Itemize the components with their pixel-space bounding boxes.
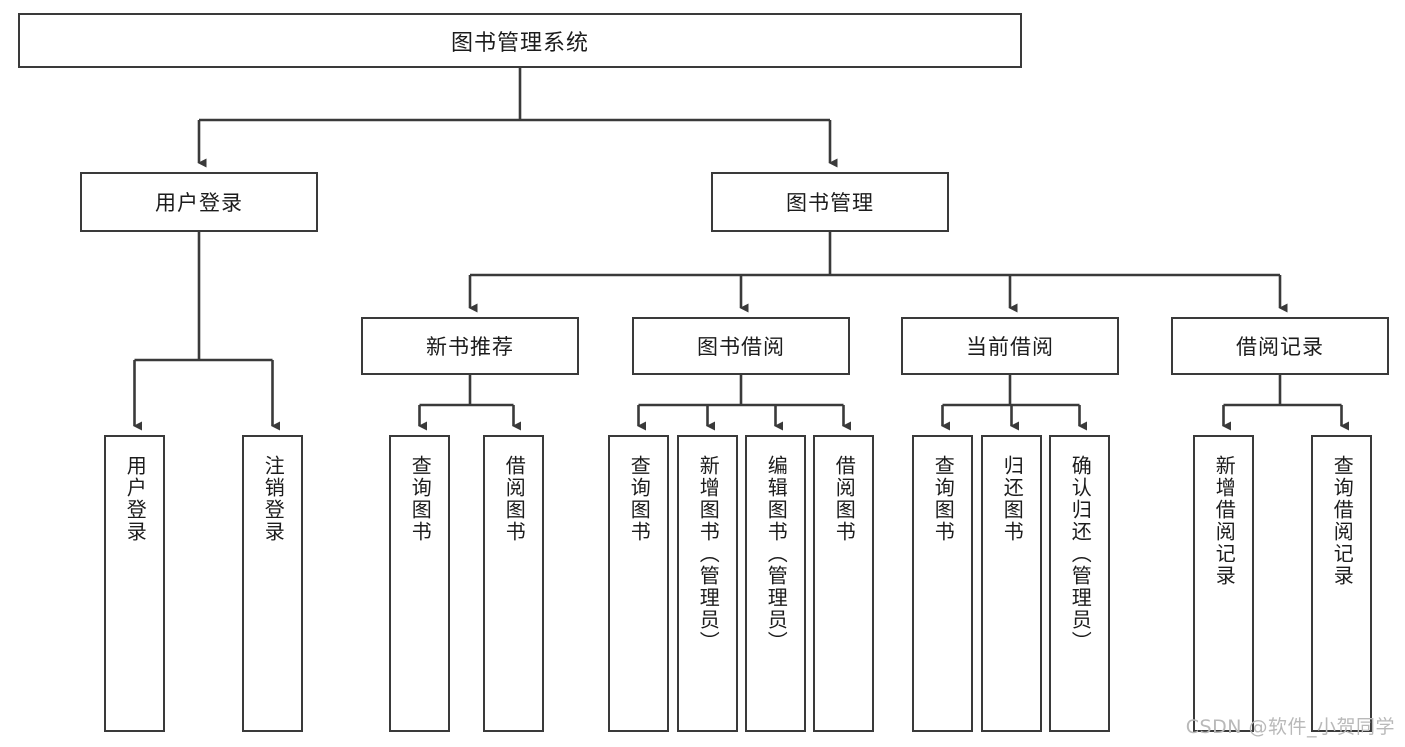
node-label: 图书管理系统	[450, 30, 589, 56]
node-bookmgmt[interactable]: 图书管理	[711, 172, 949, 232]
node-label: 借阅图书	[502, 455, 527, 543]
node-root[interactable]: 图书管理系统	[18, 13, 1022, 68]
node-leaf-03[interactable]: 查询图书	[389, 435, 450, 732]
node-label: 注销登录	[261, 455, 286, 543]
node-label: 归还图书	[1000, 455, 1025, 543]
node-leaf-02[interactable]: 注销登录	[242, 435, 303, 732]
node-leaf-09[interactable]: 查询图书	[912, 435, 973, 732]
node-label: 借阅记录	[1236, 335, 1324, 359]
node-borrow[interactable]: 图书借阅	[632, 317, 850, 375]
node-label: 编辑图书（管理员）	[764, 455, 789, 653]
node-leaf-08[interactable]: 借阅图书	[813, 435, 874, 732]
node-current[interactable]: 当前借阅	[901, 317, 1119, 375]
node-leaf-07[interactable]: 编辑图书（管理员）	[745, 435, 806, 732]
node-leaf-06[interactable]: 新增图书（管理员）	[677, 435, 738, 732]
node-leaf-05[interactable]: 查询图书	[608, 435, 669, 732]
node-leaf-13[interactable]: 查询借阅记录	[1311, 435, 1372, 732]
node-label: 查询借阅记录	[1330, 455, 1355, 587]
node-records[interactable]: 借阅记录	[1171, 317, 1389, 375]
node-newbook[interactable]: 新书推荐	[361, 317, 579, 375]
node-leaf-10[interactable]: 归还图书	[981, 435, 1042, 732]
node-label: 查询图书	[627, 455, 652, 543]
node-label: 确认归还（管理员）	[1068, 455, 1093, 653]
watermark-label: CSDN @软件_小贺同学	[1185, 716, 1395, 738]
node-label: 用户登录	[155, 191, 243, 215]
node-label: 图书管理	[786, 191, 874, 215]
node-leaf-11[interactable]: 确认归还（管理员）	[1049, 435, 1110, 732]
node-label: 借阅图书	[832, 455, 857, 543]
node-label: 查询图书	[408, 455, 433, 543]
node-leaf-04[interactable]: 借阅图书	[483, 435, 544, 732]
node-label: 用户登录	[123, 455, 148, 543]
node-login[interactable]: 用户登录	[80, 172, 318, 232]
node-label: 图书借阅	[697, 335, 785, 359]
node-leaf-01[interactable]: 用户登录	[104, 435, 165, 732]
node-leaf-12[interactable]: 新增借阅记录	[1193, 435, 1254, 732]
node-label: 查询图书	[931, 455, 956, 543]
node-label: 新增图书（管理员）	[696, 455, 721, 653]
node-label: 新书推荐	[426, 335, 514, 359]
node-label: 新增借阅记录	[1212, 455, 1237, 587]
node-label: 当前借阅	[966, 335, 1054, 359]
